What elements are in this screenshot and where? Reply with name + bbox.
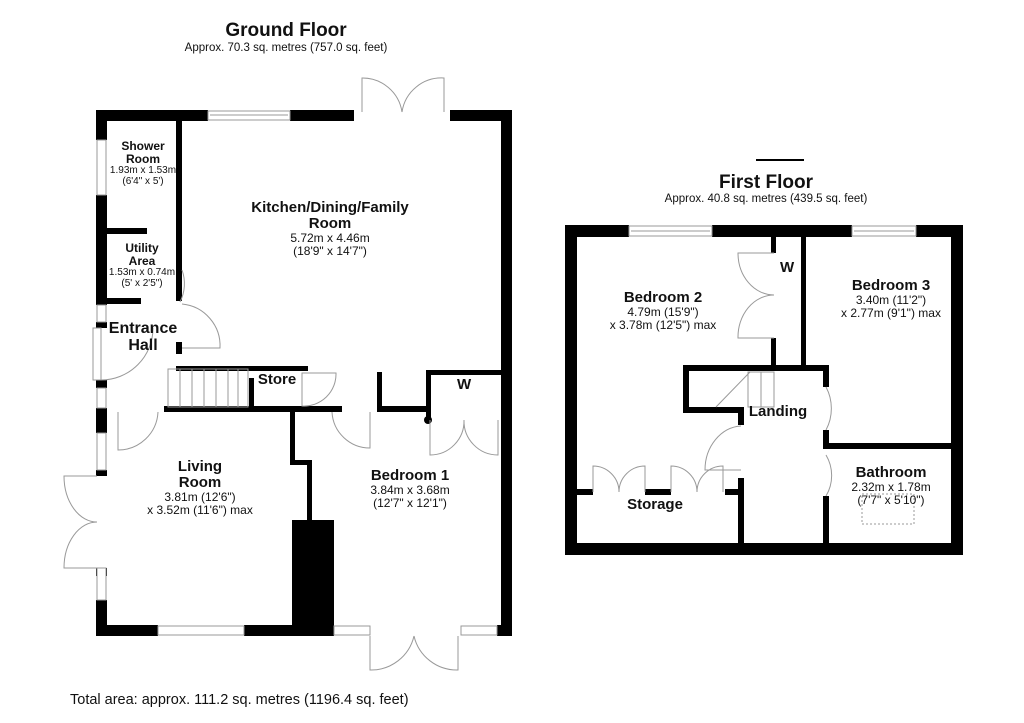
room-dimensions-imperial: (6'4" x 5')	[122, 175, 164, 187]
total-area: Total area: approx. 111.2 sq. metres (11…	[70, 692, 409, 708]
room-dimensions-imperial: x 3.78m (12'5") max	[609, 318, 717, 333]
room-dimensions: 4.79m (15'9")	[627, 305, 699, 320]
room-entrance-hall: Entrance Hall	[100, 320, 186, 355]
room-dimensions-imperial: (5' x 2'5")	[121, 277, 163, 289]
ground-floor-title: Ground Floor	[225, 20, 347, 41]
room-name: Bedroom 1	[370, 467, 450, 484]
room-name: Living	[177, 458, 223, 475]
ground-floor-windows-doors	[63, 77, 499, 671]
room-dimensions-imperial: (12'7" x 12'1")	[373, 496, 447, 511]
room-bedroom-3: Bedroom 3 3.40m (11'2") x 2.77m (9'1") m…	[816, 277, 966, 321]
first-wardrobe-label: W	[780, 259, 795, 276]
room-kitchen-dining-family: Kitchen/Dining/Family Room 5.72m x 4.46m…	[220, 199, 440, 259]
room-name: Hall	[128, 337, 158, 355]
first-floor-area: Approx. 40.8 sq. metres (439.5 sq. feet)	[664, 193, 868, 205]
room-dimensions: 3.84m x 3.68m	[370, 483, 450, 498]
room-bathroom: Bathroom 2.32m x 1.78m (7'7" x 5'10")	[836, 464, 946, 508]
ground-floor-area: Approx. 70.3 sq. metres (757.0 sq. feet)	[184, 42, 388, 54]
room-name: Utility	[125, 241, 159, 255]
room-name: Bedroom 2	[623, 289, 703, 306]
room-name: Area	[128, 253, 156, 268]
room-dimensions: 1.53m x 0.74m	[108, 266, 176, 278]
room-name: Room	[308, 215, 352, 233]
room-landing: Landing	[738, 403, 818, 420]
room-dimensions: 3.81m (12'6")	[164, 490, 236, 505]
room-name: Bathroom	[855, 464, 927, 481]
room-dimensions-imperial: x 3.52m (11'6") max	[147, 503, 253, 518]
room-name: Room	[126, 151, 160, 166]
room-dimensions: 5.72m x 4.46m	[290, 231, 370, 246]
room-name: Kitchen/Dining/Family	[251, 199, 409, 216]
room-dimensions: 3.40m (11'2")	[855, 293, 927, 308]
room-dimensions-imperial: (18'9" x 14'7")	[293, 244, 367, 259]
room-bedroom-1: Bedroom 1 3.84m x 3.68m (12'7" x 12'1")	[340, 467, 480, 511]
room-dimensions-imperial: (7'7" x 5'10")	[857, 493, 925, 508]
first-floor-title: First Floor	[719, 172, 813, 193]
room-store: Store	[252, 371, 302, 388]
room-name: Shower	[121, 139, 165, 153]
room-utility-area: Utility Area 1.53m x 0.74m (5' x 2'5")	[104, 242, 180, 290]
room-dimensions: 1.93m x 1.53m	[109, 164, 177, 176]
first-floor-windows-doors	[592, 159, 917, 525]
room-name: Room	[178, 474, 222, 492]
room-name: Storage	[627, 496, 683, 513]
ground-wardrobe-label: W	[457, 376, 472, 393]
room-dimensions-imperial: x 2.77m (9'1") max	[841, 306, 941, 321]
room-living-room: Living Room 3.81m (12'6") x 3.52m (11'6"…	[120, 458, 280, 518]
room-name: Entrance	[108, 320, 178, 337]
room-shower-room: Shower Room 1.93m x 1.53m (6'4" x 5')	[104, 140, 182, 188]
room-bedroom-2: Bedroom 2 4.79m (15'9") x 3.78m (12'5") …	[588, 289, 738, 333]
ground-floor-walls	[96, 110, 512, 636]
room-name: Store	[257, 371, 297, 388]
room-storage: Storage	[610, 496, 700, 513]
room-name: Bedroom 3	[851, 277, 931, 294]
room-name: Landing	[748, 403, 808, 420]
room-dimensions: 2.32m x 1.78m	[851, 480, 931, 495]
first-floor-walls	[565, 225, 963, 555]
